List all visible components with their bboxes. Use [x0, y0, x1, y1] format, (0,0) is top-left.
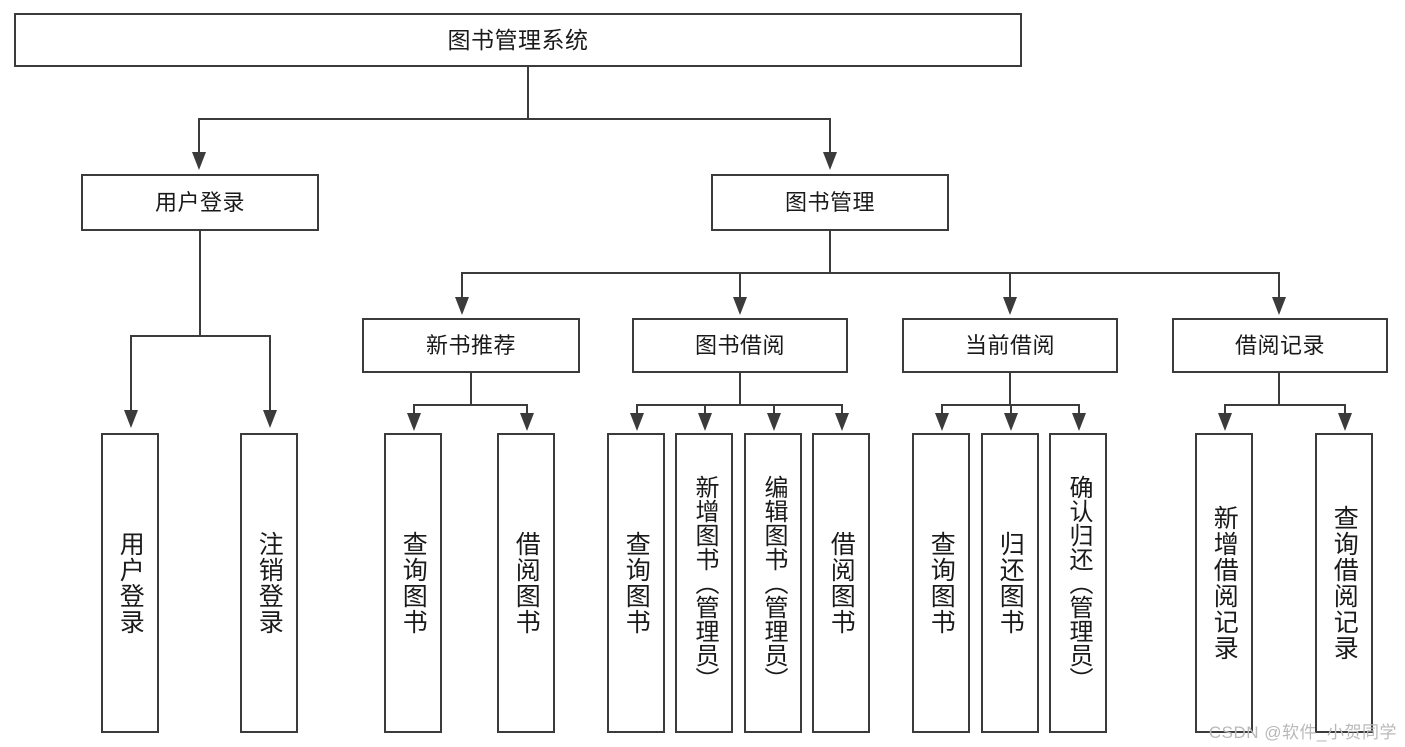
arrowhead-leaf-query-book-3 — [935, 413, 949, 431]
leaf-edit-book-admin[interactable]: 编辑图书（管理员） — [744, 433, 802, 733]
node-book-management[interactable]: 图书管理 — [711, 174, 949, 231]
node-user-login[interactable]: 用户登录 — [81, 174, 319, 231]
edge-new-book-rec-stem — [470, 373, 472, 405]
edge-drop-q3 — [941, 404, 943, 418]
leaf-query-borrow-record[interactable]: 查询借阅记录 — [1315, 433, 1373, 733]
node-label: 图书管理系统 — [447, 26, 589, 53]
arrowhead-leaf-borrow-book-2 — [835, 413, 849, 431]
edge-drop-new-book-rec — [461, 272, 463, 300]
edge-drop-return-book — [1010, 404, 1012, 418]
node-label: 当前借阅 — [964, 332, 1055, 358]
edge-drop-book-borrow — [739, 272, 741, 300]
arrowhead-leaf-query-record — [1338, 413, 1352, 431]
leaf-query-book-1[interactable]: 查询图书 — [384, 433, 442, 733]
node-borrowing-record[interactable]: 借阅记录 — [1172, 318, 1388, 373]
edge-drop-edit-book — [773, 404, 775, 418]
node-label: 确认归还（管理员） — [1065, 475, 1092, 691]
edge-drop-add-record — [1224, 404, 1226, 418]
arrowhead-borrow-record — [1272, 297, 1286, 315]
edge-current-borrow-stem — [1009, 373, 1011, 405]
edge-drop-add-book — [704, 404, 706, 418]
leaf-add-book-admin[interactable]: 新增图书（管理员） — [675, 433, 733, 733]
edge-drop-book-mgmt — [829, 118, 831, 156]
edge-drop-query-record — [1344, 404, 1346, 418]
leaf-add-borrow-record[interactable]: 新增借阅记录 — [1195, 433, 1253, 733]
edge-bus-borrow-record-children — [1225, 404, 1345, 406]
leaf-query-book-2[interactable]: 查询图书 — [607, 433, 665, 733]
arrowhead-current-borrow — [1003, 297, 1017, 315]
node-label: 归还图书 — [996, 531, 1025, 635]
edge-book-mgmt-stem — [829, 231, 831, 273]
arrowhead-leaf-borrow-book-1 — [520, 413, 534, 431]
node-label: 图书借阅 — [694, 332, 785, 358]
node-root-book-management-system[interactable]: 图书管理系统 — [14, 13, 1022, 67]
node-label: 新增借阅记录 — [1210, 505, 1239, 661]
node-label: 借阅图书 — [512, 531, 541, 635]
edge-book-borrow-stem — [739, 373, 741, 405]
arrowhead-user-login — [192, 152, 206, 170]
arrowhead-leaf-return-book — [1004, 413, 1018, 431]
leaf-query-book-3[interactable]: 查询图书 — [912, 433, 970, 733]
leaf-user-login[interactable]: 用户登录 — [101, 433, 159, 733]
node-label: 借阅记录 — [1234, 332, 1325, 358]
edge-bus-new-book-rec-children — [414, 404, 528, 406]
node-new-book-recommendation[interactable]: 新书推荐 — [362, 318, 580, 373]
node-label: 查询图书 — [622, 531, 651, 635]
edge-drop-leaf-logout — [269, 335, 271, 413]
node-label: 查询图书 — [927, 531, 956, 635]
edge-drop-user-login — [198, 118, 200, 156]
node-label: 用户登录 — [116, 531, 145, 635]
edge-user-login-stem — [199, 231, 201, 336]
edge-drop-current-borrow — [1009, 272, 1011, 300]
arrowhead-leaf-logout — [263, 410, 277, 428]
leaf-confirm-return-admin[interactable]: 确认归还（管理员） — [1049, 433, 1107, 733]
arrowhead-leaf-add-book-admin — [698, 413, 712, 431]
edge-drop-confirm-return — [1078, 404, 1080, 418]
edge-drop-leaf-user-login — [130, 335, 132, 413]
arrowhead-new-book-rec — [455, 297, 469, 315]
leaf-return-book[interactable]: 归还图书 — [981, 433, 1039, 733]
node-current-borrowing[interactable]: 当前借阅 — [902, 318, 1118, 373]
arrowhead-leaf-add-record — [1218, 413, 1232, 431]
leaf-logout[interactable]: 注销登录 — [240, 433, 298, 733]
edge-drop-b2 — [841, 404, 843, 418]
node-label: 新书推荐 — [425, 332, 516, 358]
node-label: 图书管理 — [784, 189, 875, 215]
leaf-borrow-book-2[interactable]: 借阅图书 — [812, 433, 870, 733]
edge-drop-q2 — [636, 404, 638, 418]
edge-bus-level2 — [199, 118, 831, 120]
node-label: 查询借阅记录 — [1330, 505, 1359, 661]
arrowhead-leaf-query-book-1 — [407, 413, 421, 431]
arrowhead-leaf-user-login — [124, 410, 138, 428]
node-book-borrowing[interactable]: 图书借阅 — [632, 318, 848, 373]
csdn-watermark: CSDN @软件_小贺同学 — [1208, 723, 1397, 742]
arrowhead-leaf-query-book-2 — [630, 413, 644, 431]
node-label: 编辑图书（管理员） — [760, 475, 787, 691]
edge-bus-book-borrow-children — [637, 404, 843, 406]
edge-drop-q1 — [413, 404, 415, 418]
arrowhead-book-mgmt — [823, 152, 837, 170]
edge-bus-level3 — [462, 272, 1280, 274]
arrowhead-book-borrow — [733, 297, 747, 315]
edge-borrow-record-stem — [1278, 373, 1280, 405]
node-label: 注销登录 — [255, 531, 284, 635]
edge-drop-borrow-record — [1278, 272, 1280, 300]
edge-root-stem — [527, 67, 529, 119]
arrowhead-leaf-confirm-return-admin — [1072, 413, 1086, 431]
node-label: 新增图书（管理员） — [691, 475, 718, 691]
node-label: 用户登录 — [154, 189, 245, 215]
node-label: 借阅图书 — [827, 531, 856, 635]
edge-bus-user-login-children — [131, 335, 271, 337]
leaf-borrow-book-1[interactable]: 借阅图书 — [497, 433, 555, 733]
arrowhead-leaf-edit-book-admin — [767, 413, 781, 431]
edge-drop-b1 — [526, 404, 528, 418]
node-label: 查询图书 — [399, 531, 428, 635]
